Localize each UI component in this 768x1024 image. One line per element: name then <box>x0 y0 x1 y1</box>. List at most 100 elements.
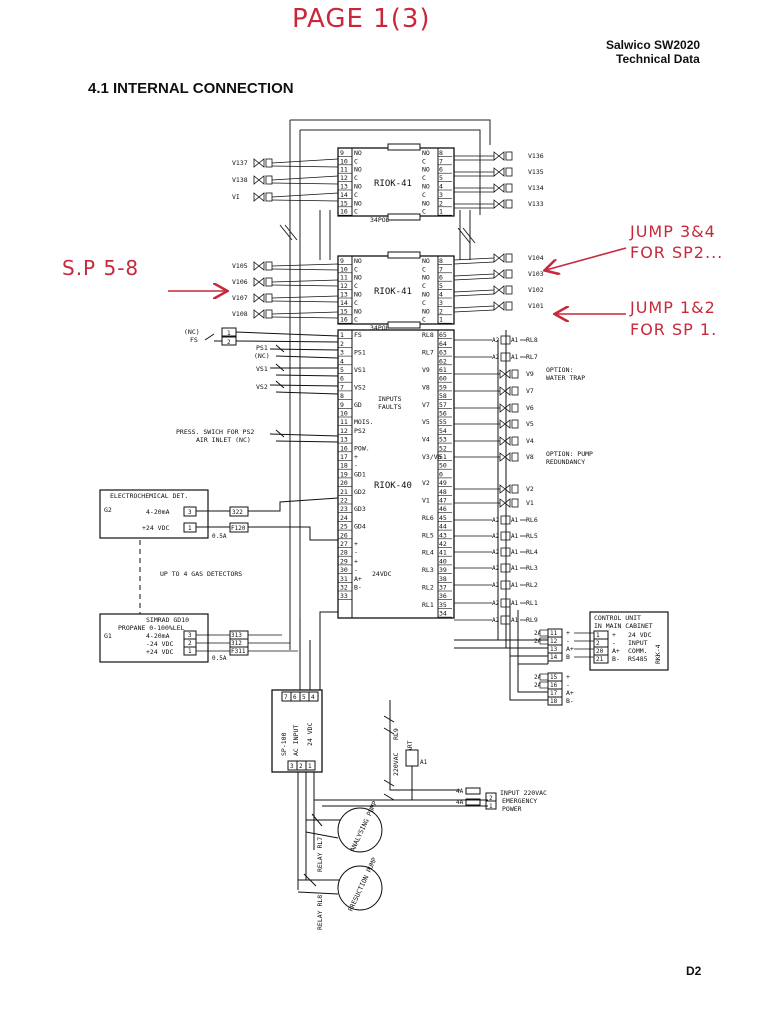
riok41-top-left-sig: NO <box>354 149 362 157</box>
fs-term-2: 2 <box>227 339 231 346</box>
valve-v133: V133 <box>493 199 544 209</box>
gas-det-top-id: G2 <box>104 506 112 514</box>
riok41-mid-right-sig: NO <box>422 307 430 315</box>
svg-text:V106: V106 <box>232 278 248 286</box>
riok41-top-label: RIOK-41 <box>374 179 412 189</box>
valve-v1: V1 <box>454 498 534 508</box>
riok41-top-left-num: 11 <box>340 166 348 174</box>
riok40-right-num: 57 <box>439 401 447 409</box>
svg-text:RL4: RL4 <box>526 548 538 556</box>
svg-text:A1: A1 <box>511 337 519 344</box>
riok41-top-left-sig: C <box>354 208 358 216</box>
term-sign: - <box>566 637 570 645</box>
riok41-mid-left-num: 12 <box>340 282 348 290</box>
riok40-left-num: 6 <box>340 375 344 383</box>
riok41-mid-right-sig: C <box>422 282 426 290</box>
riok41-mid-footer: 34POL <box>370 324 390 332</box>
gas-det-top-t1: 322 <box>232 509 243 516</box>
riok40-left-num: 32 <box>340 584 348 592</box>
riok40-right-num: 37 <box>439 584 447 592</box>
gas-det-top-title: ELECTROCHEMICAL DET. <box>110 492 188 500</box>
power-input-line3: POWER <box>502 805 522 813</box>
riok40-right-num: 48 <box>439 488 447 496</box>
riok40-left-sig: - <box>354 566 358 574</box>
riok41-top-left-sig: NO <box>354 199 362 207</box>
svg-text:RL6: RL6 <box>526 516 538 524</box>
riok41-top-left-num: 12 <box>340 174 348 182</box>
riok40-right-num: 55 <box>439 418 447 426</box>
valve-v108: V108 <box>232 309 273 319</box>
svg-text:A1: A1 <box>511 600 519 607</box>
riok40-left-sig: FS <box>354 331 362 339</box>
svg-text:V136: V136 <box>528 152 544 160</box>
page-code: D2 <box>686 964 702 978</box>
riok40-right-num: 64 <box>439 340 447 348</box>
riok40-left-num: 29 <box>340 557 348 565</box>
riok40-right-num: 39 <box>439 566 447 574</box>
riok41-top-right-sig: C <box>422 174 426 182</box>
riok40-right-sig: V1 <box>422 497 430 505</box>
valve-vi: VI <box>232 192 273 202</box>
riok40-left-num: 30 <box>340 566 348 574</box>
start-relay: RL9 220VAC START K1 A1 <box>383 700 460 801</box>
page-annotation: PAGE 1(3) <box>292 4 431 34</box>
riok41-top-right-num: 8 <box>439 149 443 157</box>
svg-text:A2: A2 <box>492 582 500 589</box>
riok41-mid-label: RIOK-41 <box>374 287 412 297</box>
riok41-mid-left-num: 16 <box>340 316 348 324</box>
riok40-right-num: 52 <box>439 444 447 452</box>
riok40-right-num: 61 <box>439 366 447 374</box>
riok40-left-num: 1 <box>340 331 344 339</box>
gas-det-bottom-ext-term: F311 <box>231 648 246 655</box>
jump34-annotation-line2: FOR SP2... <box>630 243 724 262</box>
press-switch-label: PRESS. SWICH FOR PS2 <box>176 428 254 436</box>
option-water-line2: WATER TRAP <box>546 374 585 382</box>
riok41-top-left-sig: C <box>354 191 358 199</box>
misc-wiring <box>299 330 549 701</box>
riok41-top-left-num: 13 <box>340 183 348 191</box>
svg-text:V138: V138 <box>232 176 248 184</box>
riok40-left-num: 27 <box>340 540 348 548</box>
riok41-mid-right-sig: NO <box>422 291 430 299</box>
term-num: 13 <box>550 646 558 653</box>
riok40-right-num: 40 <box>439 557 447 565</box>
control-unit-term: 21 <box>596 656 604 663</box>
valve-v135: V135 <box>493 167 544 177</box>
annotation-arrows <box>168 247 627 314</box>
svg-text:A2: A2 <box>492 600 500 607</box>
left-inputs: (NC) FS 1 2 PS1 (NC) VS1 VS2 PRESS. SWIC… <box>176 327 339 444</box>
option-water-line1: OPTION: <box>546 366 573 374</box>
start-relay-a1: A1 <box>420 759 428 766</box>
riok40-right-sig: RL3 <box>422 566 434 574</box>
term-num: 14 <box>550 654 558 661</box>
svg-text:RL9: RL9 <box>526 616 538 624</box>
riok40-right-num: 34 <box>439 610 447 618</box>
riok41-mid-right-num: 6 <box>439 274 443 282</box>
riok40-right-num: 42 <box>439 540 447 548</box>
riok41-mid-left-num: 15 <box>340 307 348 315</box>
option-pump-line2: REDUNDANCY <box>546 458 585 466</box>
valve-v136: V136 <box>493 151 544 161</box>
riok40-right-sig: RL4 <box>422 549 434 557</box>
term-sign: A+ <box>566 645 574 653</box>
svg-text:A1: A1 <box>511 617 519 624</box>
svg-text:A2: A2 <box>492 533 500 540</box>
air-inlet-label: AIR INLET (NC) <box>196 436 251 444</box>
fs-label: FS <box>190 336 198 344</box>
control-unit-desc: 24 VDC <box>628 631 652 639</box>
term-fuse: 2A <box>534 674 542 681</box>
svg-text:A2: A2 <box>492 565 500 572</box>
riok41-top-left-num: 14 <box>340 191 348 199</box>
jump12-annotation-line2: FOR SP 1. <box>630 320 718 339</box>
riok40-left-num: 16 <box>340 444 348 452</box>
control-unit-term: 2 <box>596 640 600 647</box>
riok40-left-sig: PS1 <box>354 349 366 357</box>
